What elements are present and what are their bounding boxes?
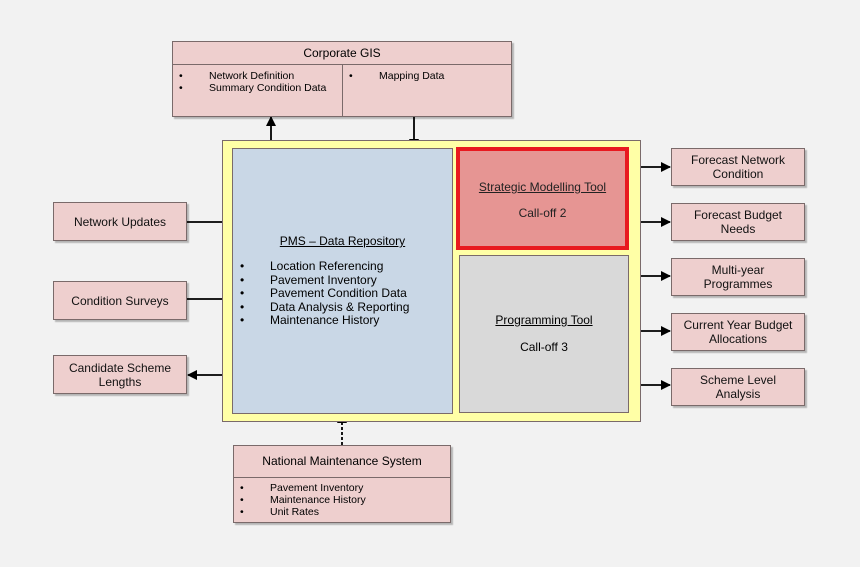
gis-left-list: Network Definition Summary Condition Dat… <box>173 65 343 117</box>
nms-title: National Maintenance System <box>234 446 450 478</box>
nms-item-pavement-inventory: Pavement Inventory <box>234 482 450 494</box>
pms-item-pavement-inventory: Pavement Inventory <box>233 273 452 288</box>
programming-tool-title: Programming Tool <box>495 313 593 327</box>
condition-surveys-box: Condition Surveys <box>53 281 187 320</box>
forecast-budget-needs-box: Forecast Budget Needs <box>671 203 805 241</box>
scheme-level-analysis-box: Scheme Level Analysis <box>671 368 805 406</box>
gis-right-list: Mapping Data <box>343 65 511 117</box>
gis-item-network-definition: Network Definition <box>173 70 342 82</box>
strategic-tool-title: Strategic Modelling Tool <box>478 180 607 194</box>
pms-item-pavement-condition: Pavement Condition Data <box>233 286 452 301</box>
corporate-gis-title: Corporate GIS <box>173 42 511 65</box>
pms-title: PMS – Data Repository <box>279 234 406 248</box>
programming-tool-box: Programming Tool Call-off 3 <box>459 255 629 413</box>
pms-repository-box: PMS – Data Repository Location Referenci… <box>232 148 453 414</box>
pms-item-location-referencing: Location Referencing <box>233 259 452 274</box>
nms-item-list: Pavement Inventory Maintenance History U… <box>234 478 450 518</box>
nms-item-unit-rates: Unit Rates <box>234 506 450 518</box>
national-maintenance-system-box: National Maintenance System Pavement Inv… <box>233 445 451 523</box>
pms-item-maintenance-history: Maintenance History <box>233 313 452 328</box>
programming-tool-calloff: Call-off 3 <box>520 340 568 354</box>
nms-item-maintenance-history: Maintenance History <box>234 494 450 506</box>
strategic-tool-calloff: Call-off 2 <box>518 206 567 220</box>
pms-item-data-analysis: Data Analysis & Reporting <box>233 300 452 315</box>
multi-year-programmes-box: Multi-year Programmes <box>671 258 805 296</box>
gis-item-summary-condition: Summary Condition Data <box>173 82 342 94</box>
corporate-gis-box: Corporate GIS Network Definition Summary… <box>172 41 512 117</box>
strategic-modelling-tool-box: Strategic Modelling Tool Call-off 2 <box>456 147 629 250</box>
network-updates-box: Network Updates <box>53 202 187 241</box>
current-year-budget-box: Current Year Budget Allocations <box>671 313 805 351</box>
pms-item-list: Location Referencing Pavement Inventory … <box>233 259 452 328</box>
forecast-network-condition-box: Forecast Network Condition <box>671 148 805 186</box>
gis-item-mapping-data: Mapping Data <box>343 70 511 82</box>
candidate-scheme-lengths-box: Candidate Scheme Lengths <box>53 355 187 394</box>
